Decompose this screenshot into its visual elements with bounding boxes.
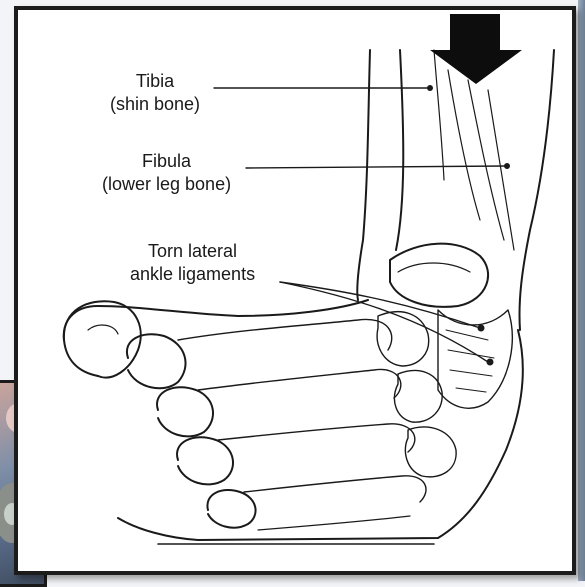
sprained-ankle-illustration [18, 10, 572, 571]
diagram-card: Tibia (shin bone) Fibula (lower leg bone… [14, 6, 576, 575]
fibula-name: Fibula [102, 150, 231, 173]
tibia-name: Tibia [110, 70, 200, 93]
ligaments-label: Torn lateral ankle ligaments [130, 240, 255, 286]
ligaments-name: Torn lateral [130, 240, 255, 263]
tibia-subtitle: (shin bone) [110, 93, 200, 116]
background-strip [578, 0, 585, 581]
ligaments-subtitle: ankle ligaments [130, 263, 255, 286]
fibula-label: Fibula (lower leg bone) [102, 150, 231, 196]
tibia-label: Tibia (shin bone) [110, 70, 200, 116]
fibula-subtitle: (lower leg bone) [102, 173, 231, 196]
down-arrow-icon [430, 14, 522, 84]
